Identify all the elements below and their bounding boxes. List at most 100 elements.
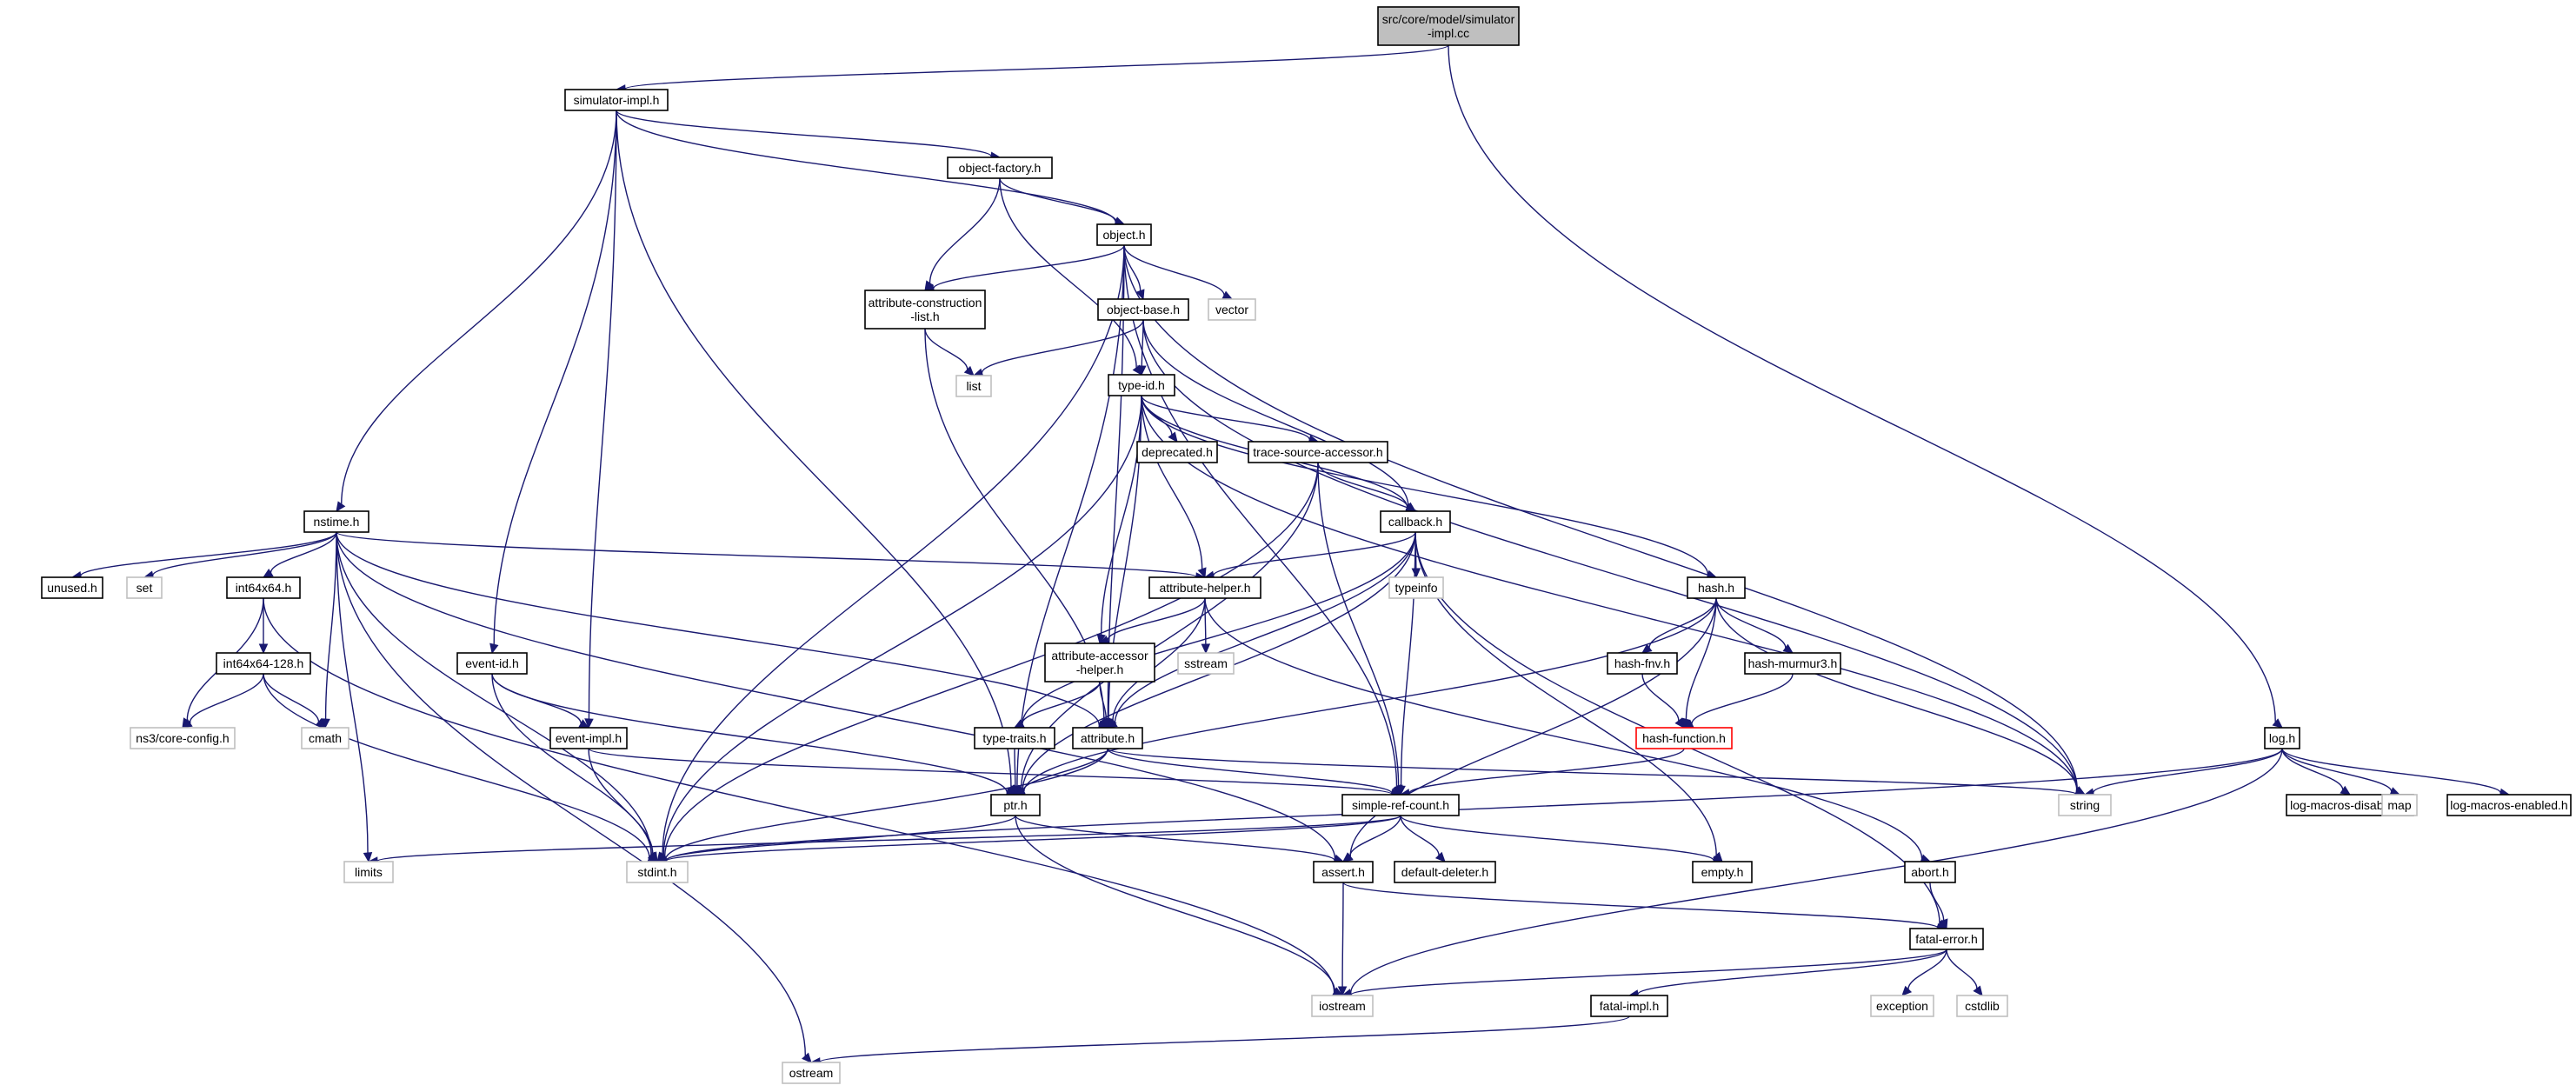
arrowhead (1939, 918, 1948, 930)
arrowhead (363, 852, 373, 863)
node-sstream[interactable]: sstream (1177, 652, 1235, 675)
node-label: attribute-accessor (1051, 649, 1148, 663)
node-cstdlib[interactable]: cstdlib (1956, 995, 2008, 1017)
node-log-macros-enabled-h[interactable]: log-macros-enabled.h (2446, 794, 2572, 816)
node-iostream[interactable]: iostream (1311, 995, 1374, 1017)
node-exception[interactable]: exception (1870, 995, 1934, 1017)
node-box (1208, 298, 1256, 321)
edge-ptr-h-to-assert-h (1015, 815, 1335, 862)
node-assert-h[interactable]: assert.h (1313, 861, 1374, 883)
node-box (782, 1062, 841, 1084)
node-box (1687, 576, 1746, 599)
node-hash-fnv-h[interactable]: hash-fnv.h (1607, 652, 1678, 675)
node-typeinfo[interactable]: typeinfo (1388, 576, 1444, 599)
node-label: typeinfo (1395, 581, 1437, 595)
node-callback-h[interactable]: callback.h (1380, 510, 1451, 533)
node-unused-h[interactable]: unused.h (41, 576, 103, 599)
node-type-traits-h[interactable]: type-traits.h (974, 727, 1055, 749)
node-cmath[interactable]: cmath (301, 727, 349, 749)
node-label: ptr.h (1003, 798, 1027, 812)
node-ostream[interactable]: ostream (782, 1062, 841, 1084)
node-stdint-h[interactable]: stdint.h (626, 861, 689, 883)
node-ns3-core-config-h[interactable]: ns3/core-config.h (130, 727, 236, 749)
edge-attribute-helper-h-to-attribute-h (1112, 597, 1206, 722)
node-box (1590, 995, 1668, 1017)
arrowhead (963, 365, 975, 376)
edge-object-h-to-ptr-h (1016, 244, 1125, 787)
node-label: -helper.h (1076, 663, 1123, 676)
edge-attribute-helper-h-to-abort-h (1204, 597, 1923, 859)
node-attribute-construction-list-h[interactable]: attribute-construction-list.h (864, 290, 986, 330)
node-hash-function-h[interactable]: hash-function.h (1635, 727, 1733, 749)
edge-attribute-helper-h-to-attribute-accessor-helper-h (1107, 597, 1206, 641)
node-attribute-accessor-helper-h[interactable]: attribute-accessor-helper.h (1044, 643, 1155, 682)
edge-attribute-h-to-stdint-h (664, 748, 1108, 860)
node-list[interactable]: list (955, 375, 992, 397)
node-label: object.h (1102, 228, 1145, 242)
node-object-base-h[interactable]: object-base.h (1097, 298, 1189, 321)
node-simulator-impl-h[interactable]: simulator-impl.h (564, 89, 669, 111)
edge-int64x64-h-to-iostream (263, 597, 1335, 993)
arrowhead (1102, 717, 1111, 729)
node-int64x64-h[interactable]: int64x64.h (226, 576, 301, 599)
node-object-h[interactable]: object.h (1096, 223, 1152, 246)
node-abort-h[interactable]: abort.h (1904, 861, 1956, 883)
node-root-file[interactable]: src/core/model/simulator-impl.cc (1377, 6, 1520, 46)
node-label: int64x64.h (236, 581, 292, 595)
node-fatal-error-h[interactable]: fatal-error.h (1909, 928, 1984, 950)
node-box (1313, 861, 1374, 883)
node-label: attribute.h (1081, 731, 1135, 745)
node-attribute-h[interactable]: attribute.h (1072, 727, 1143, 749)
edge-log-h-to-string (2093, 748, 2283, 794)
node-hash-h[interactable]: hash.h (1687, 576, 1746, 599)
node-simple-ref-count-h[interactable]: simple-ref-count.h (1341, 794, 1460, 816)
node-deprecated-h[interactable]: deprecated.h (1136, 441, 1218, 463)
node-empty-h[interactable]: empty.h (1692, 861, 1753, 883)
node-set[interactable]: set (126, 576, 163, 599)
edge-nstime-h-to-ostream (336, 531, 807, 1056)
arrowhead (1135, 289, 1145, 301)
node-int64x64-128-h[interactable]: int64x64-128.h (216, 652, 311, 675)
node-attribute-helper-h[interactable]: attribute-helper.h (1148, 576, 1261, 599)
edge-object-h-to-attribute-construction-list-h (933, 244, 1125, 290)
node-event-impl-h[interactable]: event-impl.h (549, 727, 628, 749)
node-event-id-h[interactable]: event-id.h (456, 652, 528, 675)
node-box (1744, 652, 1841, 675)
node-nstime-h[interactable]: nstime.h (303, 510, 369, 533)
node-label: assert.h (1321, 865, 1365, 879)
node-label: nstime.h (314, 515, 360, 529)
node-map[interactable]: map (2381, 794, 2418, 816)
node-box (226, 576, 301, 599)
node-box (1380, 510, 1451, 533)
arrowhead (1137, 365, 1147, 376)
node-box (1904, 861, 1956, 883)
node-log-h[interactable]: log.h (2264, 727, 2300, 749)
node-limits[interactable]: limits (343, 861, 394, 883)
node-fatal-impl-h[interactable]: fatal-impl.h (1590, 995, 1668, 1017)
node-label: hash-function.h (1642, 731, 1726, 745)
edge-hash-h-to-ptr-h (1022, 597, 1717, 793)
node-box (1692, 861, 1753, 883)
edge-event-impl-h-to-stdint-h (588, 748, 654, 855)
node-label: log.h (2269, 731, 2295, 745)
node-trace-source-accessor-h[interactable]: trace-source-accessor.h (1248, 441, 1388, 463)
node-box (126, 576, 163, 599)
node-hash-murmur3-h[interactable]: hash-murmur3.h (1744, 652, 1841, 675)
node-label: trace-source-accessor.h (1253, 445, 1382, 459)
node-label: src/core/model/simulator (1382, 12, 1515, 26)
node-type-id-h[interactable]: type-id.h (1108, 374, 1175, 396)
node-ptr-h[interactable]: ptr.h (990, 794, 1041, 816)
edge-simple-ref-count-h-to-limits (376, 815, 1401, 862)
node-object-factory-h[interactable]: object-factory.h (947, 156, 1053, 179)
node-label: list (966, 379, 981, 393)
node-default-deleter-h[interactable]: default-deleter.h (1394, 861, 1496, 883)
edge-int64x64-128-h-to-ns3-core-config-h (189, 673, 264, 723)
arrowhead (1674, 717, 1685, 729)
node-label: object-factory.h (959, 161, 1042, 175)
node-string[interactable]: string (2058, 794, 2112, 816)
node-label: hash.h (1698, 581, 1734, 595)
edge-trace-source-accessor-h-to-ptr-h (1021, 462, 1319, 789)
node-vector[interactable]: vector (1208, 298, 1256, 321)
edge-assert-h-to-iostream (1341, 882, 1344, 988)
node-label: simulator-impl.h (574, 93, 660, 107)
